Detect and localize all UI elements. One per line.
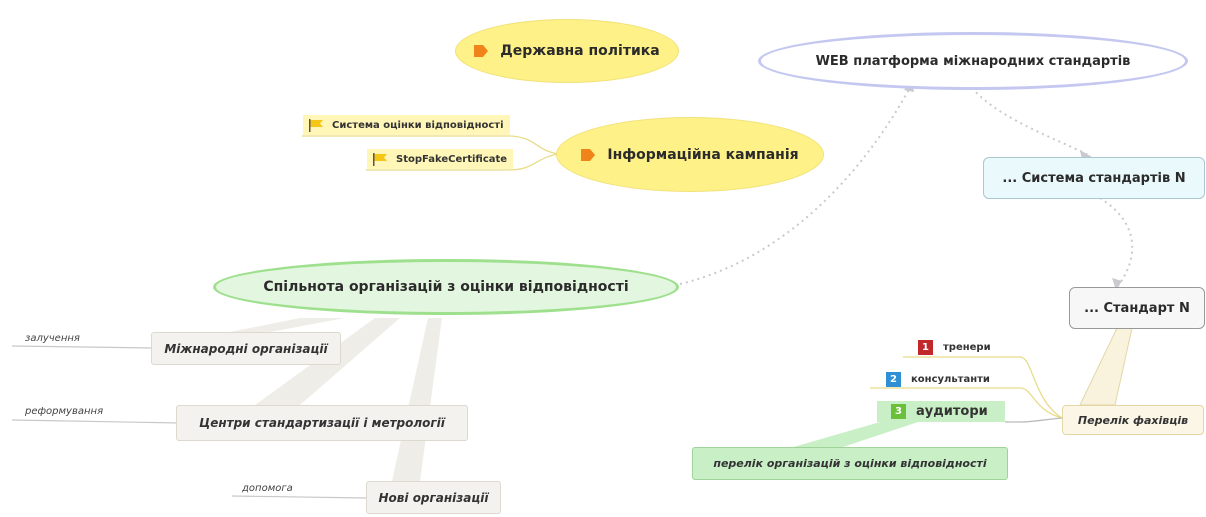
callout-label: перелік організацій з оцінки відповіднос… xyxy=(713,457,987,470)
note-engagement: залучення xyxy=(25,333,80,344)
expert-item-label: тренери xyxy=(943,342,991,353)
flag-icon xyxy=(309,118,323,132)
number-2-icon: 2 xyxy=(886,372,901,387)
node-web-platform[interactable]: WEB платформа міжнародних стандартів xyxy=(758,32,1188,90)
expert-item-auditors[interactable]: 3 аудитори xyxy=(877,401,1005,422)
node-standard-n[interactable]: ... Стандарт N xyxy=(1069,287,1205,329)
connector-info-item1 xyxy=(302,135,559,155)
relation-web-to-system xyxy=(971,87,1089,156)
tag-icon xyxy=(581,148,596,161)
connector-centers xyxy=(11,419,181,424)
info-item-stopfake[interactable]: StopFakeCertificate xyxy=(367,149,514,169)
note-help: допомога xyxy=(242,483,293,494)
connector-trainers xyxy=(903,356,1063,419)
node-label: ... Стандарт N xyxy=(1084,300,1190,316)
number-3-icon: 3 xyxy=(891,404,906,419)
callout-standardization-centers[interactable]: Центри стандартизації і метрології xyxy=(176,405,468,441)
info-item-label: StopFakeCertificate xyxy=(396,153,508,165)
info-item-system[interactable]: Система оцінки відповідності xyxy=(303,115,510,135)
callout-international-orgs[interactable]: Міжнародні організації xyxy=(151,332,341,365)
wedge-new xyxy=(392,318,442,481)
node-derzhavna-polityka[interactable]: Державна політика xyxy=(455,19,679,83)
node-label: Спільнота організацій з оцінки відповідн… xyxy=(263,279,629,295)
node-community[interactable]: Спільнота організацій з оцінки відповідн… xyxy=(213,259,679,315)
callout-label: Нові організації xyxy=(378,490,489,505)
callout-label: Перелік фахівців xyxy=(1077,413,1189,427)
expert-item-consultants[interactable]: 2 консультанти xyxy=(886,372,990,387)
connector-auditors xyxy=(1005,417,1063,423)
node-label: Інформаційна кампанія xyxy=(607,146,799,163)
node-system-standards-n[interactable]: ... Система стандартів N xyxy=(983,157,1205,199)
node-label: Державна політика xyxy=(500,43,660,59)
callout-label: Міжнародні організації xyxy=(164,341,328,356)
expert-item-trainers[interactable]: 1 тренери xyxy=(918,340,991,355)
info-item-label: Система оцінки відповідності xyxy=(332,119,504,131)
node-label: ... Система стандартів N xyxy=(1002,170,1186,186)
callout-new-orgs[interactable]: Нові організації xyxy=(366,481,501,514)
expert-item-label: аудитори xyxy=(916,404,988,419)
wedge-experts xyxy=(1079,327,1133,406)
relation-system-to-standard xyxy=(1099,197,1134,287)
expert-item-label: консультанти xyxy=(911,374,990,385)
connector-new xyxy=(231,495,368,499)
callout-org-list[interactable]: перелік організацій з оцінки відповіднос… xyxy=(692,447,1008,480)
arrowhead xyxy=(1112,278,1122,290)
callout-label: Центри стандартизації і метрології xyxy=(199,416,445,430)
node-label: WEB платформа міжнародних стандартів xyxy=(815,53,1131,69)
callout-experts-list[interactable]: Перелік фахівців xyxy=(1062,405,1204,435)
connector-intl xyxy=(11,345,153,349)
note-reform: реформування xyxy=(25,406,104,417)
connector-consultants xyxy=(870,387,1063,419)
flag-icon xyxy=(373,152,387,166)
tag-icon xyxy=(474,45,489,57)
connector-info-item2 xyxy=(366,153,559,171)
wedge-intl xyxy=(230,318,345,332)
number-1-icon: 1 xyxy=(918,340,933,355)
node-informatsiina-kampaniia[interactable]: Інформаційна кампанія xyxy=(556,117,824,192)
wedge-orglist xyxy=(790,422,918,448)
